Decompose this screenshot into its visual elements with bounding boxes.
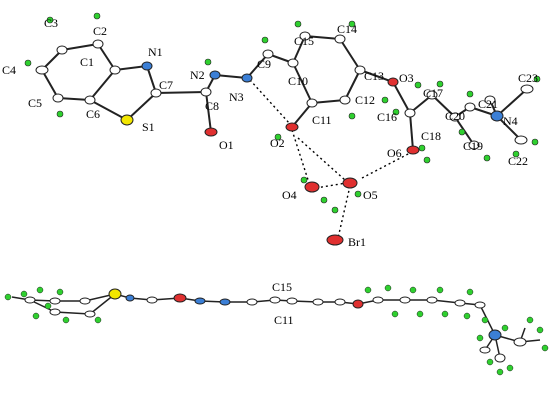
heavy-atoms [35,31,534,246]
label-c8: C8 [205,99,219,113]
hydrogen-bonds [249,79,413,239]
label-o4: O4 [282,188,297,202]
label-c3: C3 [44,16,58,30]
side-heavy-atoms [24,288,527,363]
label-c15: C15 [294,34,314,48]
label-o5: O5 [363,188,378,202]
label-c17: C17 [423,86,443,100]
label-c18: C18 [421,129,441,143]
label-n4: N4 [503,114,518,128]
top-view-molecule: C1 C2 C3 C4 C5 C6 C7 C8 C9 C10 C11 C12 C… [2,12,541,249]
label-c4: C4 [2,63,16,77]
side-label-c15: C15 [272,280,292,294]
atom-labels: C1 C2 C3 C4 C5 C6 C7 C8 C9 C10 C11 C12 C… [2,16,538,249]
label-c21: C21 [478,97,498,111]
label-o3: O3 [399,71,414,85]
label-n3: N3 [229,90,244,104]
label-n2: N2 [190,68,205,82]
label-c19: C19 [463,139,483,153]
label-o2: O2 [270,136,285,150]
label-o1: O1 [219,138,234,152]
label-c13: C13 [364,69,384,83]
label-c11: C11 [312,113,332,127]
label-c16: C16 [377,110,397,124]
label-s1: S1 [142,120,155,134]
label-c7: C7 [159,78,173,92]
label-n1: N1 [148,45,163,59]
label-c12: C12 [355,93,375,107]
label-c10: C10 [288,74,308,88]
side-hydrogens [4,284,549,376]
label-c14: C14 [337,22,357,36]
bonds [41,35,528,151]
hydrogen-atoms [24,12,541,214]
side-view-molecule: C15 C11 [4,280,549,376]
label-c6: C6 [86,107,100,121]
label-c2: C2 [93,24,107,38]
label-c23: C23 [518,71,538,85]
label-c20: C20 [445,109,465,123]
side-label-c11: C11 [274,313,294,327]
label-o6: O6 [387,146,402,160]
label-c5: C5 [28,96,42,110]
label-c9: C9 [257,57,271,71]
label-br1: Br1 [348,235,366,249]
label-c1: C1 [80,55,94,69]
label-c22: C22 [508,154,528,168]
